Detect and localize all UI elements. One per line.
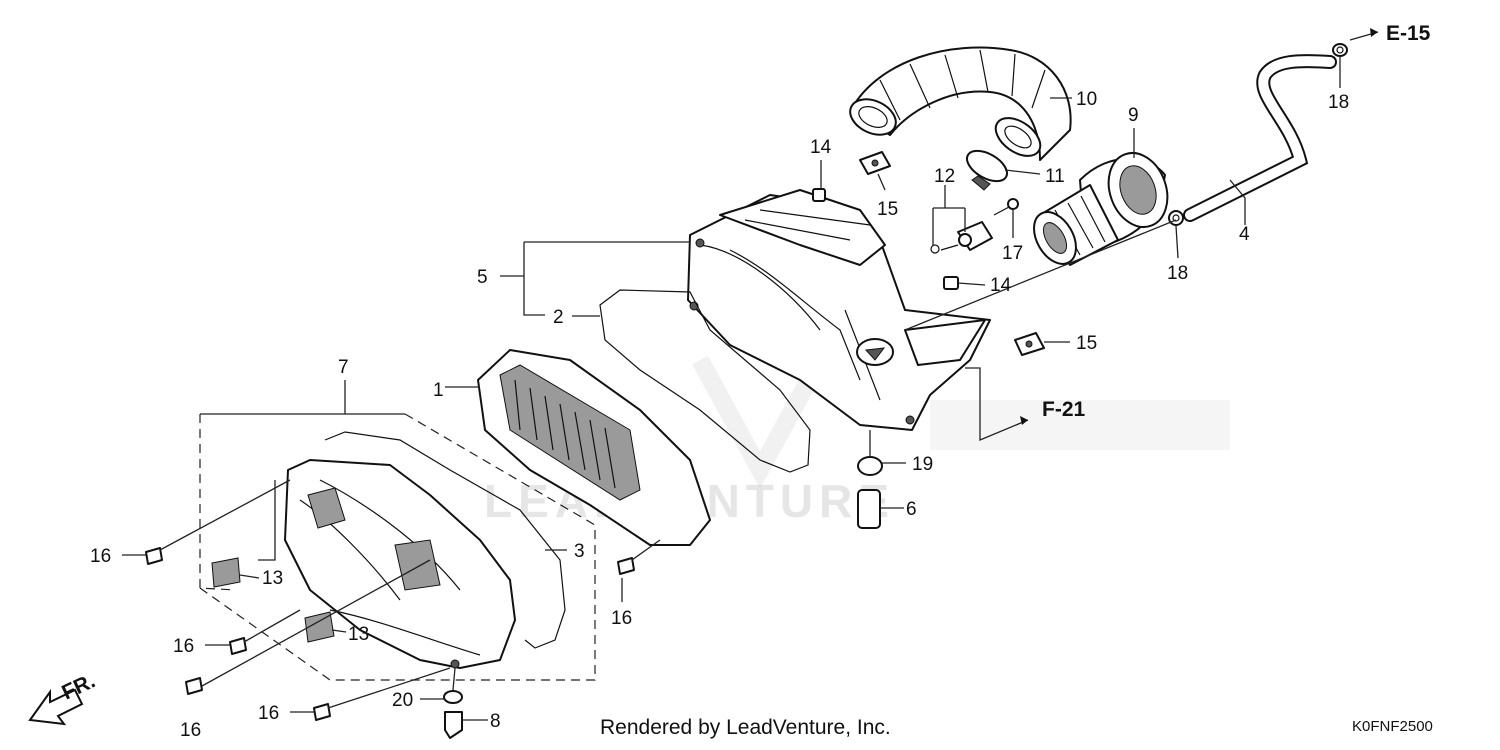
screw-part-16-c[interactable] [185,677,203,695]
clip-nut-part-15-top[interactable] [859,151,891,175]
callout-19: 19 [912,454,933,475]
sensor-part-12[interactable] [930,221,993,254]
callout-6: 6 [906,499,917,520]
callout-10: 10 [1076,89,1097,110]
callout-12: 12 [934,166,955,187]
callout-7: 7 [338,357,349,378]
diagram-code: K0FNF2500 [1352,718,1433,735]
callout-14-bottom: 14 [990,275,1012,296]
callout-labels: 1 2 3 4 5 6 7 8 9 10 11 12 13 13 14 14 1… [90,22,1431,741]
screw-part-16-a[interactable] [145,547,163,565]
callout-2: 2 [553,307,564,328]
label-part-13-bottom[interactable] [304,611,335,643]
callout-16-b: 16 [173,636,194,657]
o-ring-part-20[interactable] [443,690,463,704]
bolt-part-14-top[interactable] [812,188,826,202]
intake-funnel-part-9[interactable] [1025,145,1177,272]
callout-8: 8 [490,711,501,732]
front-direction-arrow: FR. [28,669,99,726]
callout-15-bottom: 15 [1076,333,1097,354]
drain-cap-part-8[interactable] [444,711,463,739]
callout-20: 20 [392,690,413,711]
callout-13-bottom: 13 [348,624,369,645]
screw-part-16-b[interactable] [229,637,247,655]
screw-part-16-d[interactable] [313,703,331,721]
callout-14-top: 14 [810,137,832,158]
callout-16-e: 16 [611,608,632,629]
breather-tube-part-4[interactable] [1183,54,1337,222]
honda-watermark-shape [692,355,1230,489]
drain-cap-part-19[interactable] [857,456,883,476]
air-filter-element-part-1[interactable] [477,349,711,546]
callout-1: 1 [433,380,444,401]
callout-9: 9 [1128,105,1139,126]
callout-13-top: 13 [262,568,283,589]
clip-part-18-bottom[interactable] [1168,210,1184,226]
band-clamp-part-11[interactable] [962,145,1012,191]
callout-16-c: 16 [180,720,201,741]
callout-15-top: 15 [877,199,898,220]
housing-seal-part-2[interactable] [599,289,811,473]
callout-16-a: 16 [90,546,111,567]
bolt-part-14-bottom[interactable] [943,276,959,290]
intake-duct-part-10[interactable] [844,46,1072,163]
clip-nut-part-15-bottom[interactable] [1014,332,1045,356]
callout-18-top: 18 [1328,92,1349,113]
leader-lines [122,28,1379,721]
air-cleaner-housing-part-5[interactable] [687,189,991,431]
drain-tube-part-6[interactable] [857,489,881,529]
cover-seal-part-3[interactable] [324,431,566,649]
callout-4: 4 [1239,224,1250,245]
screw-part-17[interactable] [993,198,1019,216]
callout-5: 5 [477,267,488,288]
callout-18-bottom: 18 [1167,263,1188,284]
callout-3: 3 [574,541,585,562]
callout-11: 11 [1045,166,1065,187]
label-part-13-top[interactable] [211,557,241,588]
callout-17: 17 [1002,243,1023,264]
air-cleaner-cover-part-7[interactable] [284,459,516,669]
callout-16-d: 16 [258,703,279,724]
credit-text: Rendered by LeadVenture, Inc. [600,716,891,739]
ref-f21[interactable]: F-21 [1042,398,1086,421]
clip-part-18-top[interactable] [1332,43,1348,57]
ref-e15[interactable]: E-15 [1386,22,1431,45]
screw-part-16-e[interactable] [617,557,635,575]
